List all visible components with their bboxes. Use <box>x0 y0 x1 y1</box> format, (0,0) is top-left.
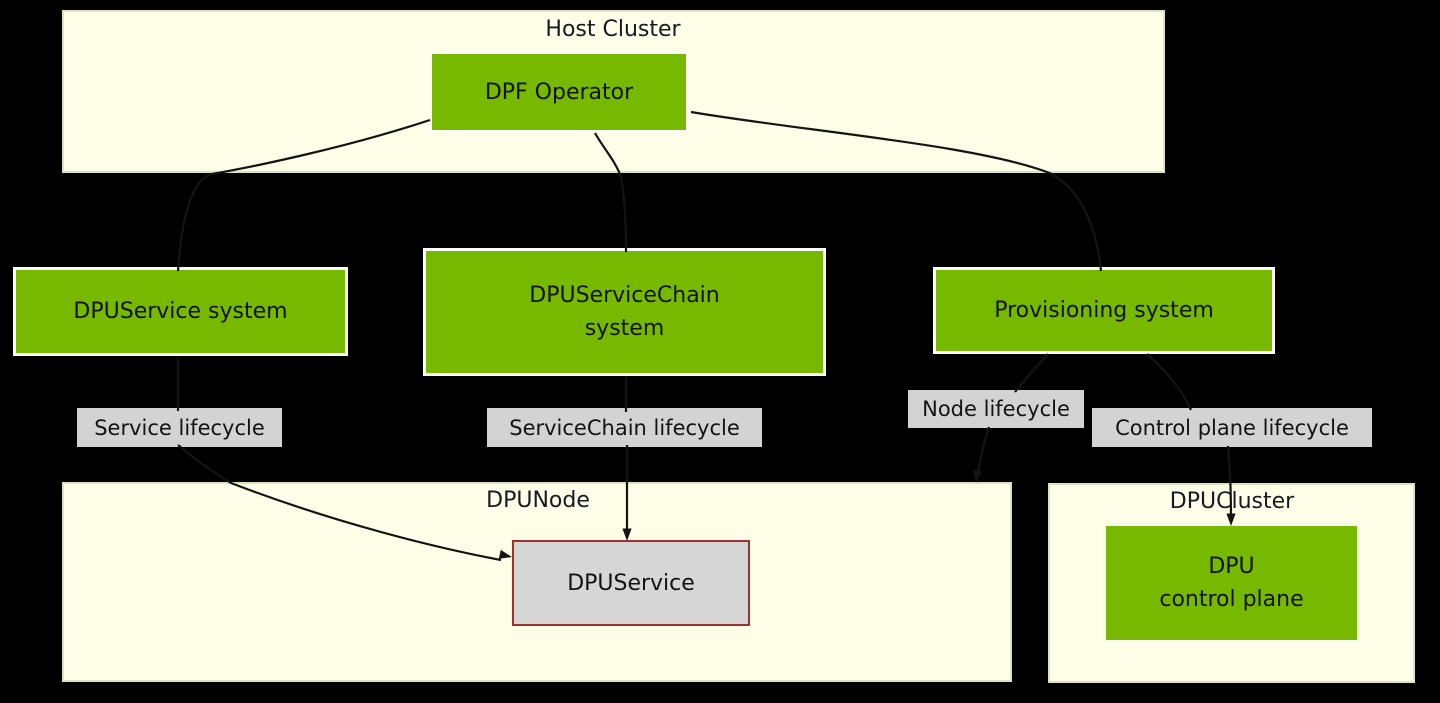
node-dpuservice-system-label: DPUService system <box>73 299 288 324</box>
node-dpuservice-system: DPUService system <box>13 267 348 356</box>
edge-label-node-lifecycle: Node lifecycle <box>908 390 1084 428</box>
edge-label-servicechain-lifecycle: ServiceChain lifecycle <box>487 408 762 447</box>
node-dpu-control-plane: DPU control plane <box>1103 523 1360 643</box>
node-dpuservicechain-system: DPUServiceChain system <box>423 248 826 376</box>
cluster-dpunode-label: DPUNode <box>486 488 590 513</box>
cluster-host-label: Host Cluster <box>545 17 681 42</box>
node-dpu-control-plane-label-line1: DPU <box>1208 554 1255 579</box>
cluster-dpucluster-label: DPUCluster <box>1169 489 1295 514</box>
node-dpu-control-plane-label-line2: control plane <box>1159 587 1304 612</box>
edge-label-service-lifecycle: Service lifecycle <box>77 408 282 447</box>
node-dpf-operator-label: DPF Operator <box>484 79 634 105</box>
node-dpf-operator: DPF Operator <box>430 52 688 132</box>
edge-node-lifecycle-to-dpunode <box>975 426 991 479</box>
edge-provisioning-to-node-lifecycle <box>1014 353 1049 393</box>
node-provisioning-system-label: Provisioning system <box>994 298 1214 323</box>
node-dpuservice-label: DPUService <box>567 570 695 596</box>
edge-provisioning-to-controlplane-lifecycle <box>1146 353 1193 411</box>
node-provisioning-system: Provisioning system <box>933 267 1275 354</box>
node-dpuservice: DPUService <box>512 540 750 626</box>
edge-label-control-plane-lifecycle: Control plane lifecycle <box>1092 408 1372 447</box>
node-dpuservicechain-system-label-line1: DPUServiceChain <box>529 283 720 308</box>
node-dpuservicechain-system-label-line2: system <box>584 316 665 341</box>
